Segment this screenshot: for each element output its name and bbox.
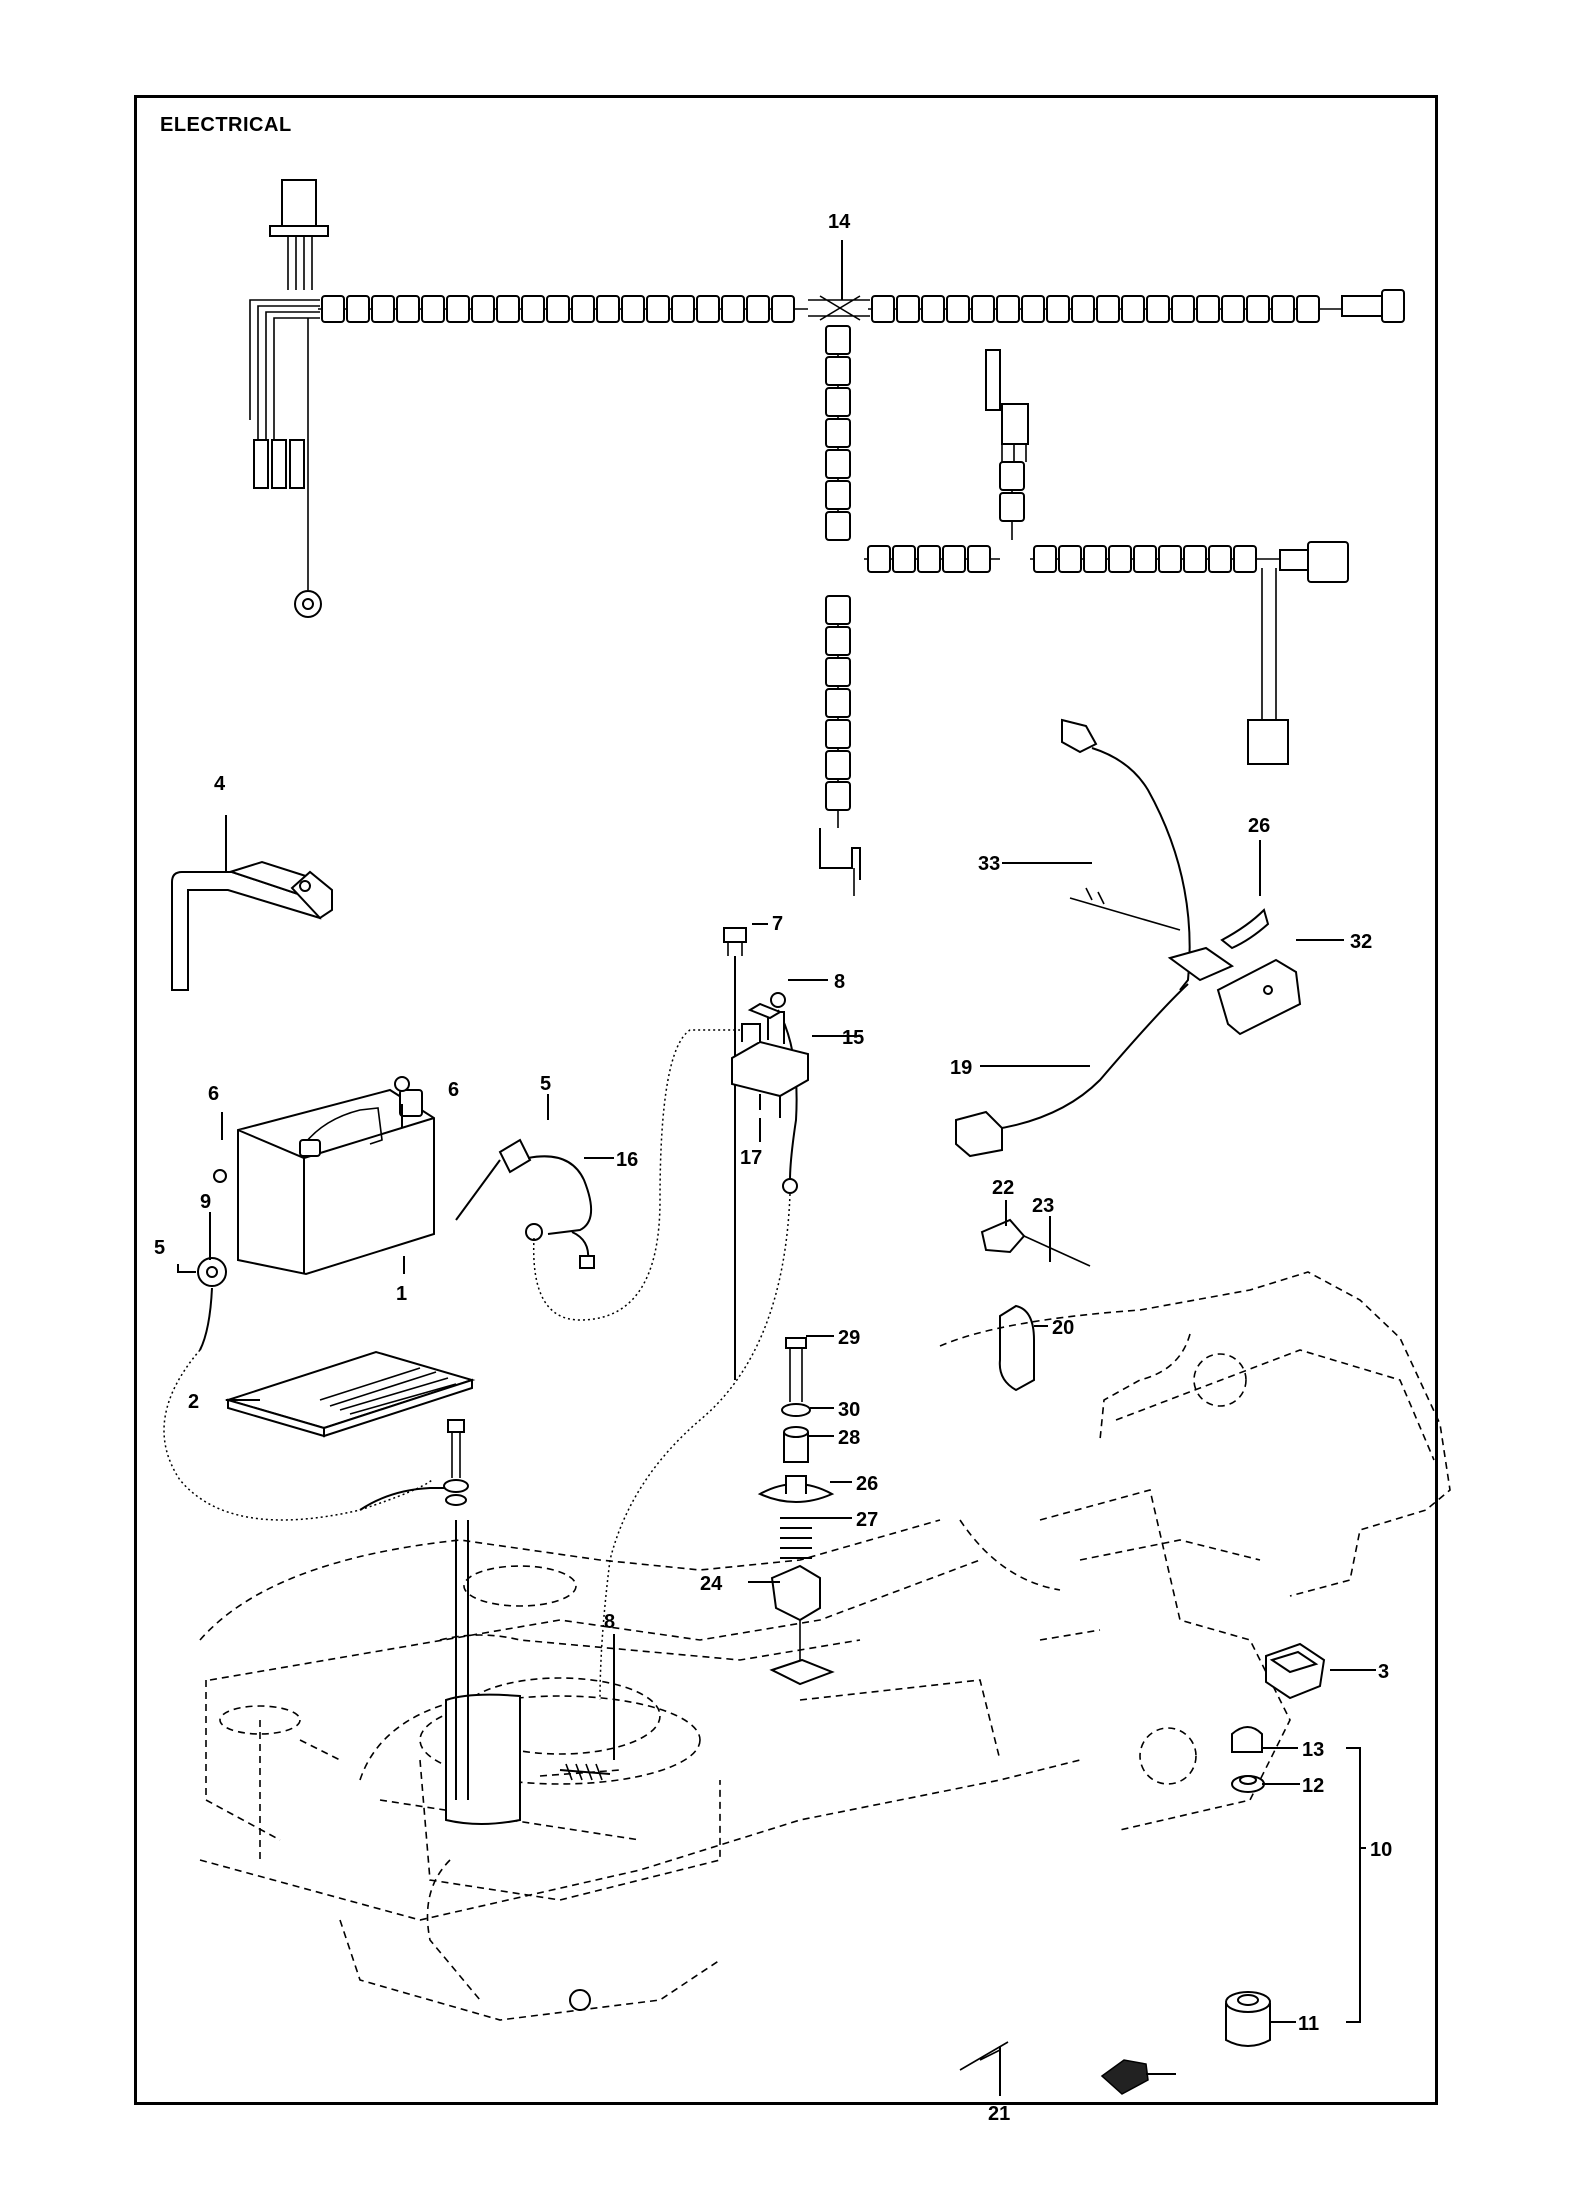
callout-25: 26 [856, 1473, 878, 1495]
callout-13: 13 [1302, 1739, 1324, 1761]
battery-pad [224, 1350, 476, 1438]
callout-19: 19 [950, 1057, 972, 1079]
tractor-frame [199, 1271, 1451, 2021]
callout-9: 9 [200, 1191, 211, 1213]
callout-11: 11 [1298, 2013, 1319, 2035]
callout-32: 33 [978, 853, 1000, 875]
diagram-title: ELECTRICAL [160, 114, 292, 136]
callout-1: 1 [396, 1283, 407, 1305]
callout-24: 24 [700, 1573, 723, 1595]
callout-30: 26 [1248, 815, 1270, 837]
callout-3: 3 [1378, 1661, 1389, 1683]
solenoid-assembly [723, 927, 809, 1380]
battery [213, 1076, 435, 1276]
diagram-frame [134, 95, 1438, 2105]
harness-end-block [1247, 719, 1289, 765]
harness-left-plug [281, 179, 317, 227]
callout-5-left: 5 [154, 1237, 165, 1259]
callout-7: 7 [772, 913, 783, 935]
callout-6-left: 6 [208, 1083, 219, 1105]
ground-cable [443, 1419, 469, 1800]
callout-15: 15 [842, 1027, 864, 1049]
callout-23: 23 [1032, 1195, 1054, 1217]
callout-20: 20 [1052, 1317, 1074, 1339]
seat-switch-parts [980, 1218, 1091, 1392]
battery-bracket [171, 860, 333, 991]
callout-12: 12 [1302, 1775, 1324, 1797]
callout-16: 16 [616, 1149, 638, 1171]
ignition-parts [959, 1642, 1326, 2095]
callout-22: 22 [992, 1177, 1014, 1199]
callout-10: 10 [1370, 1839, 1392, 1861]
callout-5: 5 [540, 1073, 551, 1095]
callout-8-lower: 8 [604, 1611, 615, 1633]
switch-assembly [955, 718, 1302, 1158]
callout-2: 2 [188, 1391, 199, 1413]
callout-14: 14 [828, 211, 851, 233]
leader-lines [177, 240, 1376, 2096]
battery-cables [163, 992, 798, 1701]
callout-8: 8 [834, 971, 845, 993]
callout-4: 4 [214, 773, 226, 795]
callout-numbers: 14 4 7 8 15 5 6 6 16 17 9 5 1 2 26 33 32… [154, 211, 1392, 2125]
callout-27: 28 [838, 1427, 860, 1449]
callout-6-right: 6 [448, 1079, 459, 1101]
callout-29: 30 [838, 1399, 860, 1421]
callout-21: 21 [988, 2103, 1010, 2125]
wiring-harness [249, 179, 1405, 896]
callout-31: 32 [1350, 931, 1372, 953]
callout-17: 17 [740, 1147, 762, 1169]
callout-28: 29 [838, 1327, 860, 1349]
spring-assembly [757, 1337, 835, 1686]
callout-26: 27 [856, 1509, 878, 1531]
